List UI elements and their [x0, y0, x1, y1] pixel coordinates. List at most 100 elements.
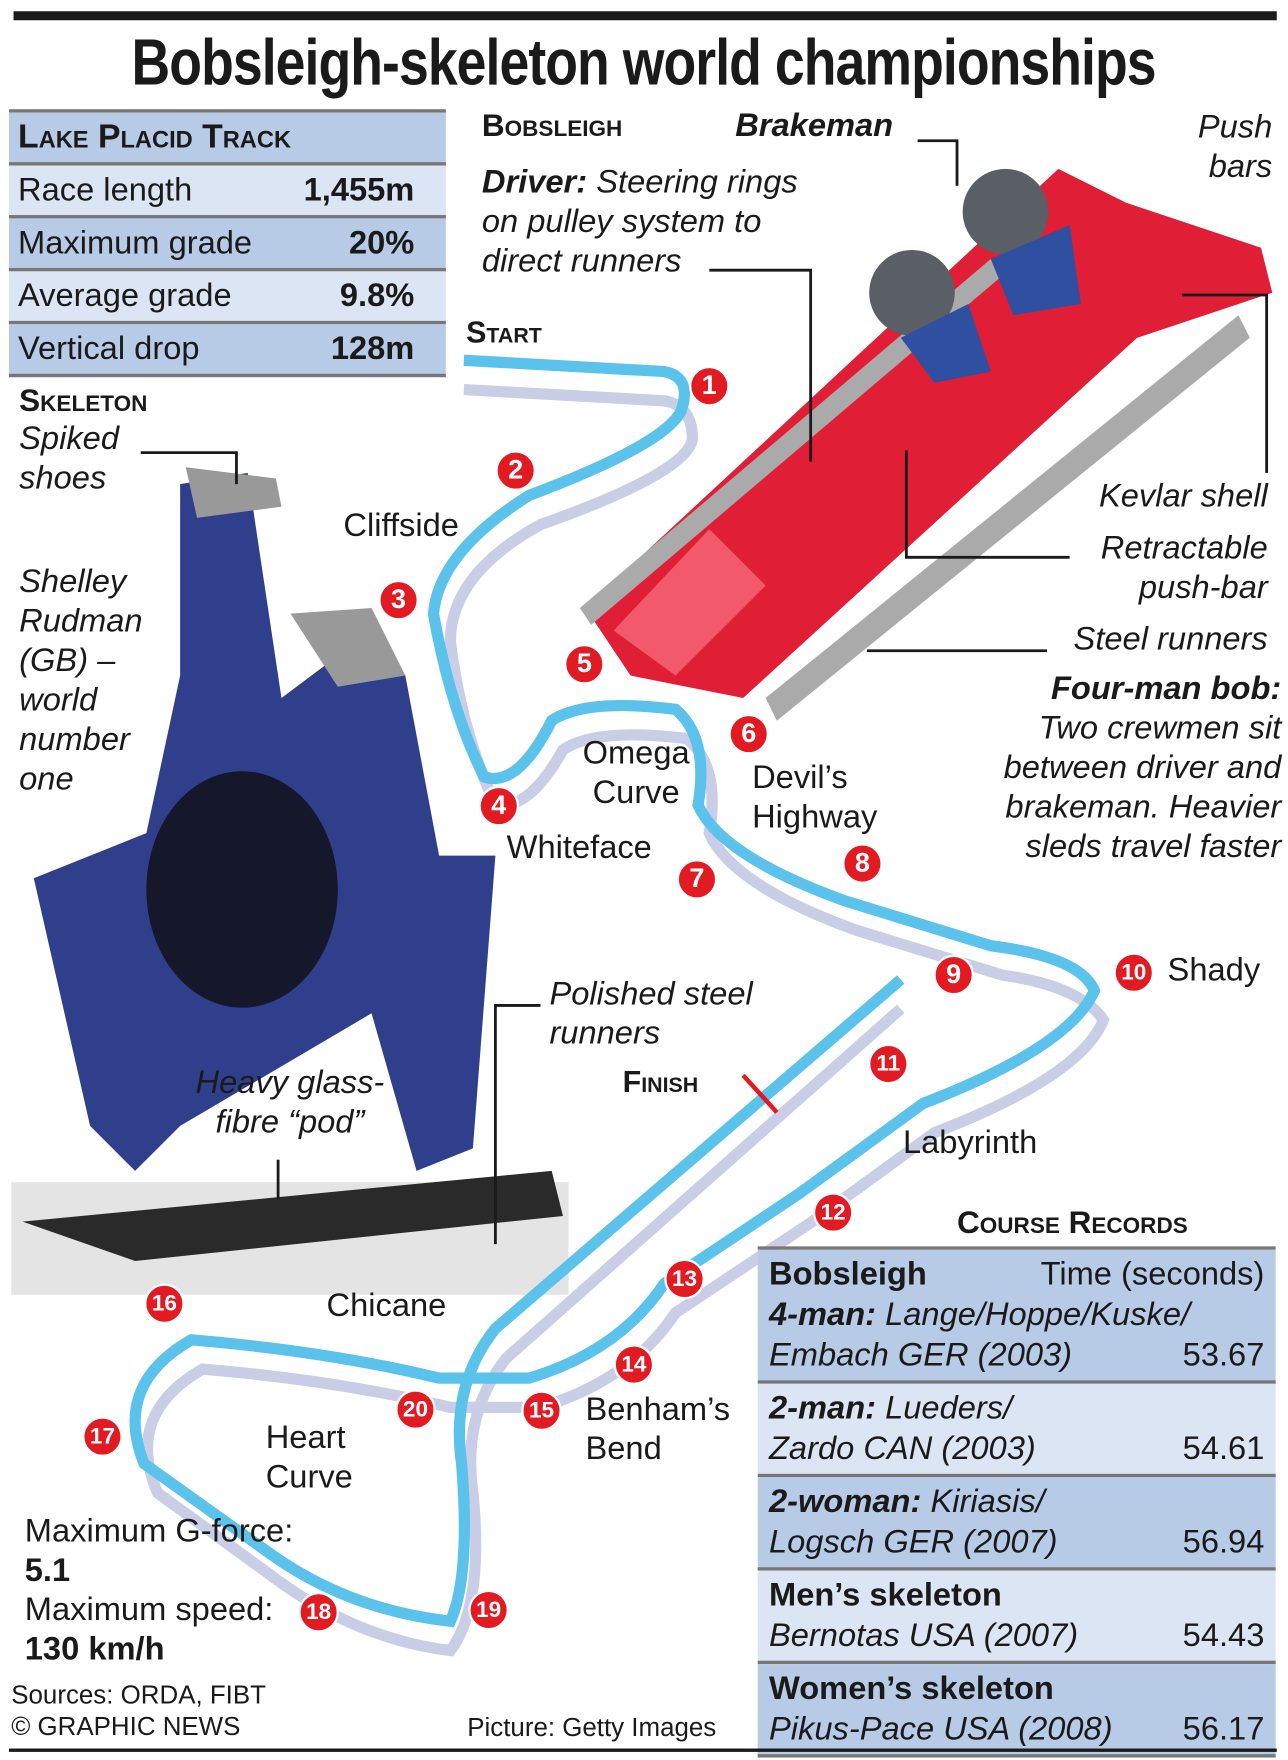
records-col1: Bobsleigh [768, 1256, 927, 1293]
four-man-text: Two crewmen sit between driver and brake… [1003, 710, 1282, 865]
curve-marker-14: 14 [613, 1344, 655, 1385]
gforce-label: Maximum G-force: [24, 1513, 294, 1550]
record-label: Men’s skeleton [768, 1577, 1002, 1614]
record-names: Lueders/ [885, 1390, 1013, 1427]
curve-marker-10: 10 [1113, 952, 1155, 994]
sources: Sources: ORDA, FIBT [11, 1679, 266, 1710]
record-names: Lange/Hoppe/Kuske/ [885, 1297, 1191, 1334]
record-label: 2-woman: [768, 1483, 922, 1520]
page-title: Bobsleigh-skeleton world championships [0, 25, 1288, 100]
start-label: Start [466, 315, 542, 350]
curve-label-chicane: Chicane [326, 1288, 447, 1325]
curve-label-heart-curve: Heart Curve [265, 1419, 353, 1496]
curve-marker-8: 8 [842, 843, 883, 884]
skeleton-heading: Skeleton [19, 382, 148, 418]
record-4man: Bobsleigh Time (seconds) 4-man: Lange/Hop… [757, 1249, 1276, 1384]
retractable-label: Retractable push-bar [1100, 530, 1268, 606]
push-bars-label: Push bars [1197, 109, 1273, 185]
curve-label-shady: Shady [1167, 952, 1261, 989]
curve-marker-9: 9 [933, 954, 974, 996]
track-table-heading: Lake Placid Track [9, 112, 446, 166]
driver-label: Driver: [481, 164, 588, 201]
athlete-label: Shelley Rudman (GB) – world number one [19, 564, 143, 798]
finish-label: Finish [622, 1065, 699, 1099]
curve-marker-19: 19 [468, 1589, 509, 1631]
table-row: Maximum grade 20% [9, 218, 446, 272]
curve-marker-6: 6 [728, 713, 769, 755]
bobsleigh-heading: Bobsleigh [481, 108, 623, 143]
track-map [129, 354, 1110, 1657]
record-time: 54.61 [1182, 1431, 1265, 1468]
row-label: Average grade [18, 277, 232, 314]
record-names: Bernotas USA (2007) [768, 1617, 1079, 1654]
skeleton-athlete-illustration [22, 467, 563, 1262]
row-value: 9.8% [339, 277, 415, 314]
steel-runners-label: Steel runners [1073, 621, 1268, 658]
finish-line [741, 1073, 779, 1114]
curve-label-benhams-bend: Benham’s Bend [585, 1391, 731, 1468]
table-row: Vertical drop 128m [9, 324, 446, 378]
record-womens-skeleton: Women’s skeleton Pikus-Pace USA (2008)56… [757, 1664, 1276, 1758]
curve-marker-15: 15 [521, 1390, 562, 1432]
bottom-rule [9, 1748, 1277, 1752]
curve-marker-12: 12 [812, 1192, 854, 1233]
curve-marker-13: 13 [664, 1258, 705, 1300]
record-2woman: 2-woman: Kiriasis/ Logsch GER (2007) 56.9… [757, 1477, 1276, 1571]
curve-label-cliffside: Cliffside [343, 507, 459, 544]
picture-credit: Picture: Getty Images [467, 1712, 717, 1742]
callout-lines [140, 139, 1269, 1245]
curve-marker-11: 11 [868, 1043, 909, 1085]
pod-label: Heavy glass-fibre “pod” [195, 1065, 385, 1141]
record-time: 53.67 [1182, 1337, 1265, 1374]
curve-marker-5: 5 [564, 644, 605, 685]
row-value: 128m [330, 330, 415, 367]
four-man-label: Four-man bob: [1050, 671, 1282, 708]
record-time: 56.17 [1182, 1711, 1265, 1748]
title-text: Bobsleigh-skeleton world championships [131, 25, 1157, 100]
records-table: Bobsleigh Time (seconds) 4-man: Lange/Hop… [757, 1246, 1276, 1758]
curve-label-labyrinth: Labyrinth [902, 1124, 1038, 1161]
record-2man: 2-man: Lueders/ Zardo CAN (2003) 54.61 [757, 1383, 1276, 1478]
record-names: Pikus-Pace USA (2008) [768, 1711, 1113, 1748]
records-heading: Course Records [957, 1204, 1188, 1240]
driver-callout: Driver: Steering rings on pulley system … [482, 163, 842, 281]
max-stats: Maximum G-force: 5.1 Maximum speed: 130 … [25, 1512, 318, 1670]
curve-label-whiteface: Whiteface [506, 829, 652, 866]
curve-marker-7: 7 [676, 859, 718, 900]
kevlar-label: Kevlar shell [1098, 478, 1268, 515]
curve-label-devils-highway: Devil’s Highway [752, 759, 878, 836]
polished-runners-label: Polished steel runners [549, 976, 753, 1052]
curve-marker-18: 18 [298, 1592, 339, 1633]
top-rule [13, 11, 1277, 21]
speed-value: 130 km/h [24, 1631, 165, 1668]
curve-marker-4: 4 [478, 785, 520, 827]
row-label: Vertical drop [18, 330, 200, 367]
record-names: Logsch GER (2007) [768, 1524, 1058, 1561]
table-row: Average grade 9.8% [9, 271, 446, 325]
record-time: 54.43 [1182, 1617, 1265, 1654]
record-label: 4-man: [768, 1297, 877, 1334]
record-label: 2-man: [768, 1390, 877, 1427]
four-man-callout: Four-man bob:Two crewmen sit between dri… [980, 670, 1282, 867]
record-time: 56.94 [1182, 1524, 1265, 1561]
curve-marker-16: 16 [144, 1283, 185, 1325]
record-names: Zardo CAN (2003) [768, 1431, 1036, 1468]
gforce-value: 5.1 [24, 1552, 71, 1589]
bobsled-illustration [579, 168, 1273, 721]
driver-text: Steering rings on pulley system to direc… [481, 164, 798, 280]
brakeman-label: Brakeman [735, 108, 894, 145]
credit: © GRAPHIC NEWS [11, 1711, 241, 1741]
row-label: Maximum grade [18, 224, 253, 261]
records-col2: Time (seconds) [1040, 1256, 1265, 1293]
record-names: Kiriasis/ [930, 1483, 1045, 1520]
row-value: 20% [348, 224, 415, 261]
speed-label: Maximum speed: [24, 1592, 274, 1629]
curve-marker-3: 3 [378, 579, 419, 621]
row-label: Race length [18, 171, 193, 208]
record-mens-skeleton: Men’s skeleton Bernotas USA (2007) 54.43 [757, 1570, 1276, 1665]
curve-marker-1: 1 [689, 365, 730, 407]
curve-marker-20: 20 [395, 1389, 436, 1430]
